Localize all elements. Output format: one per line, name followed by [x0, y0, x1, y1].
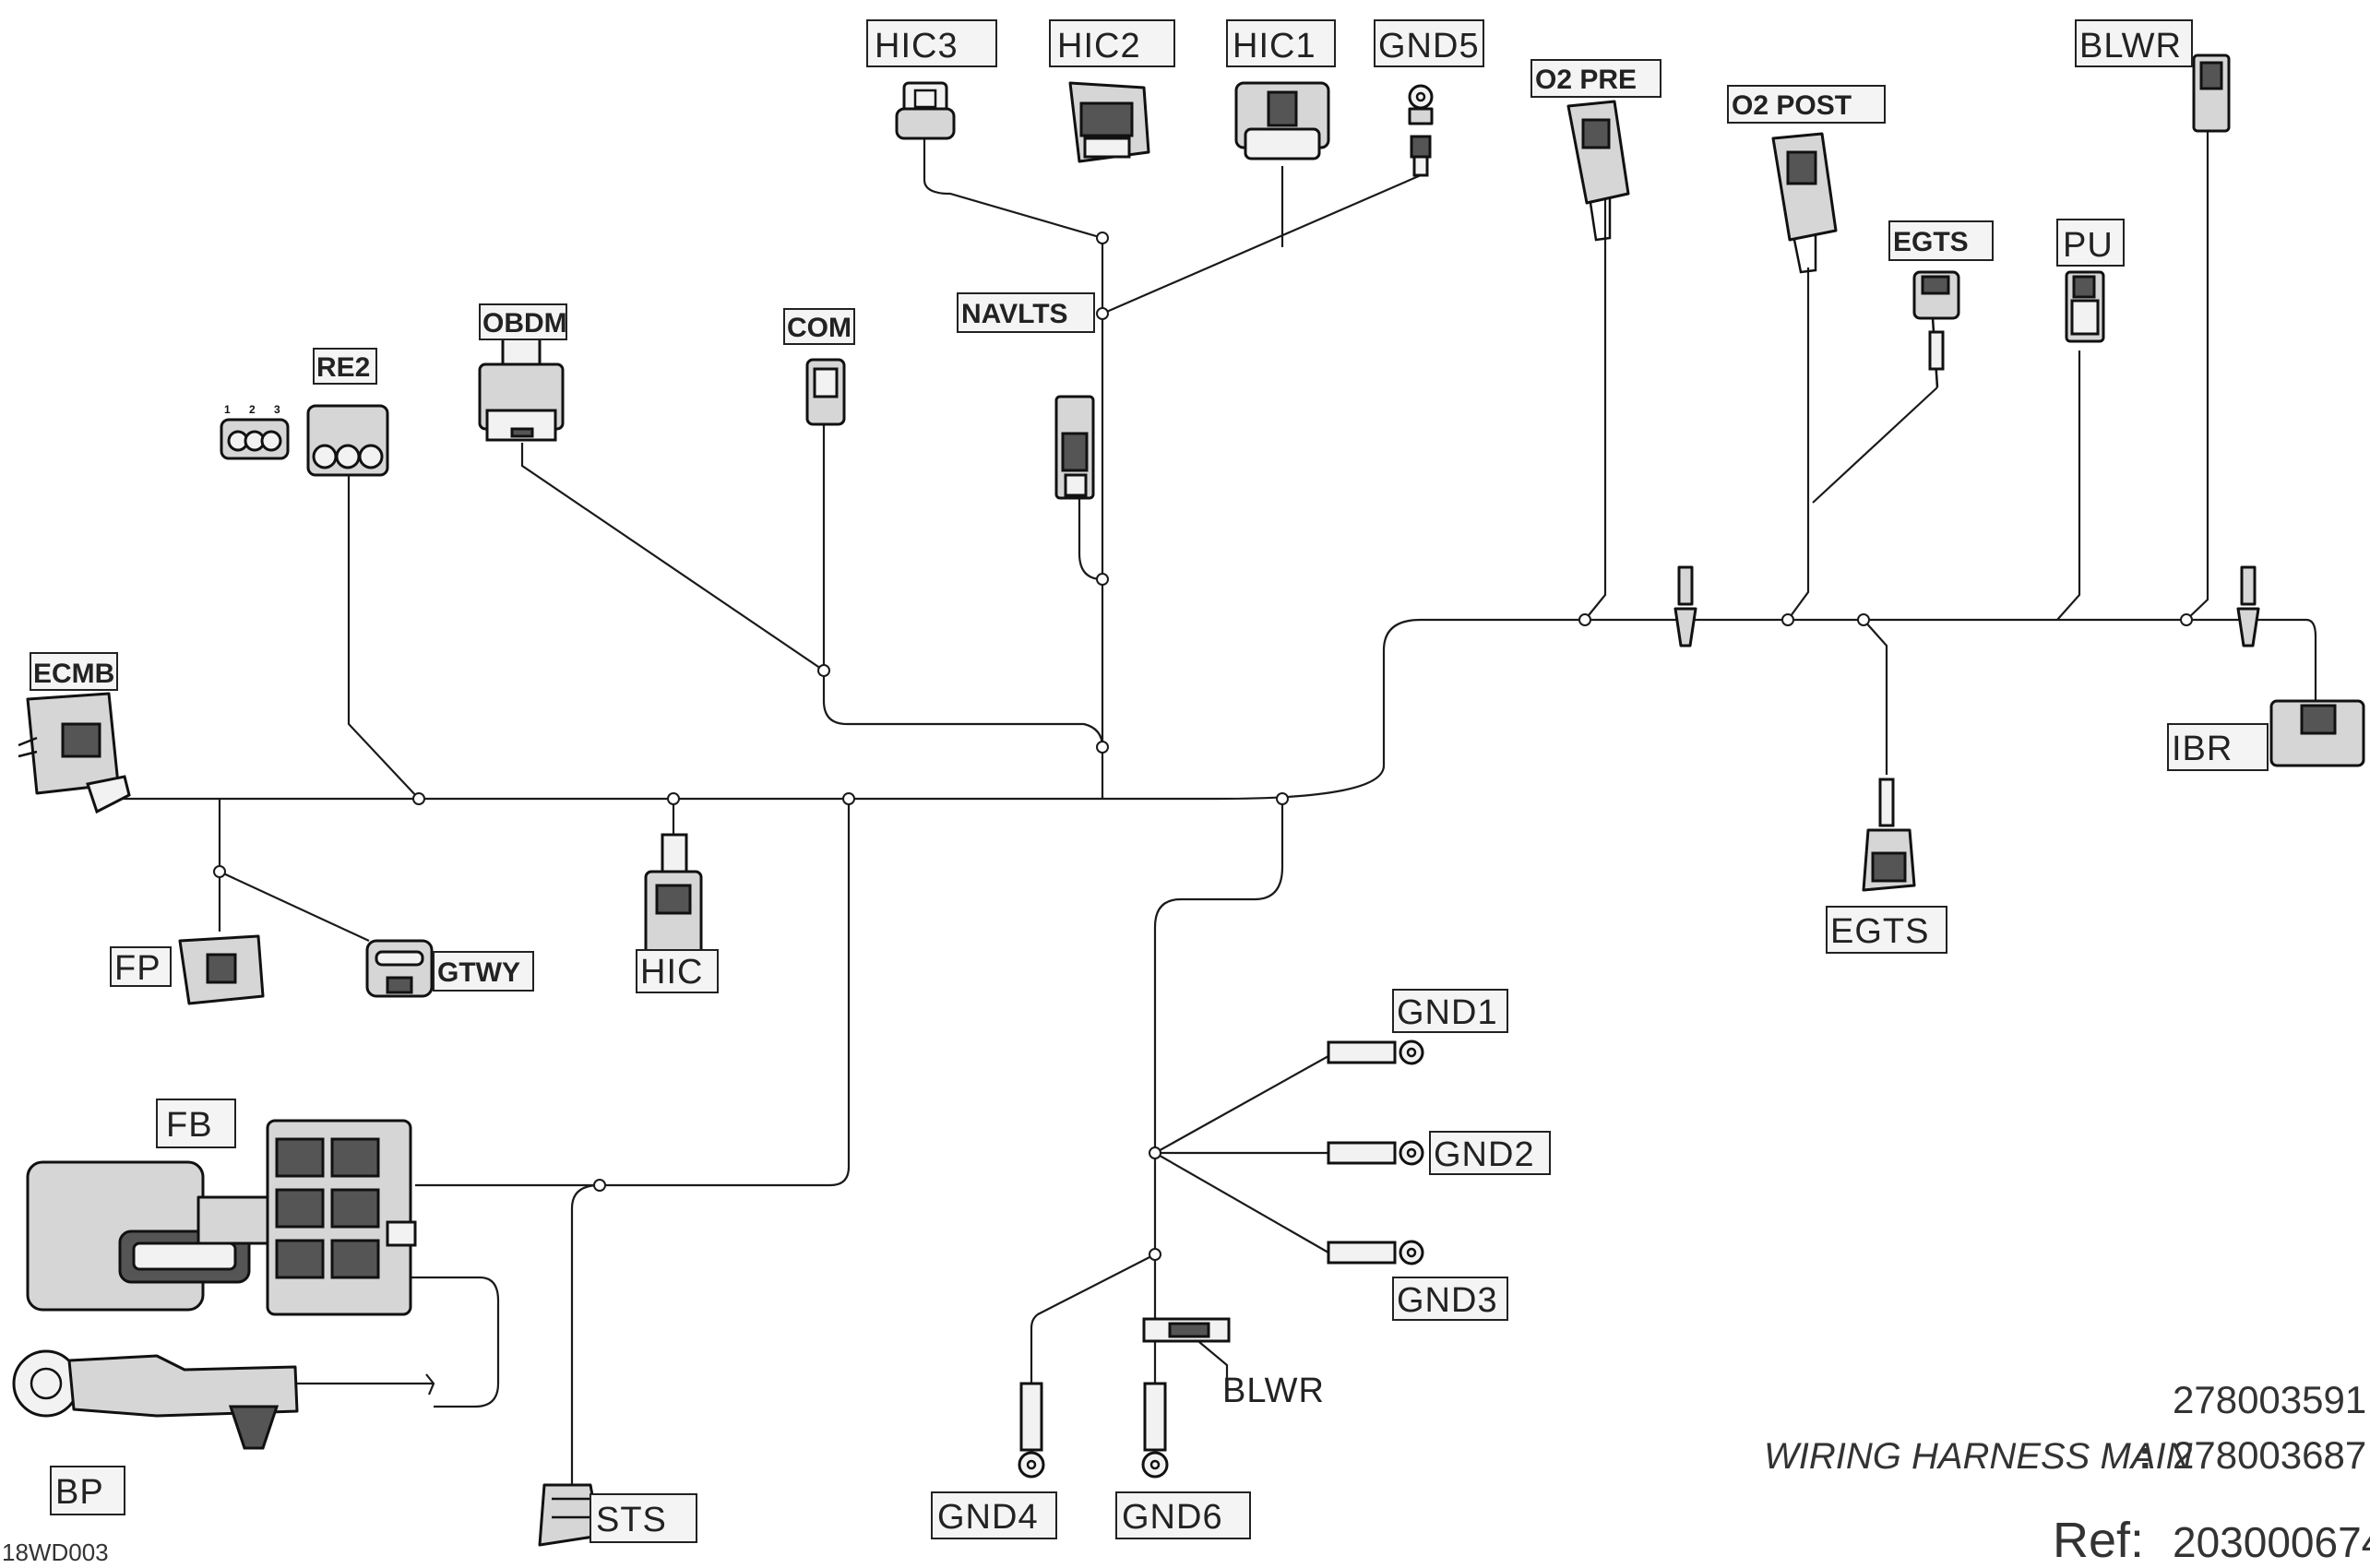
inline-studs — [1673, 565, 2260, 647]
o2-pre-connector — [1566, 100, 1630, 242]
gnd1-terminal — [1327, 1039, 1424, 1065]
label-bp: BP — [55, 1473, 104, 1512]
splice-gnd-branch — [1276, 792, 1289, 805]
label-gnd4: GND4 — [937, 1498, 1039, 1537]
ibr-connector — [2269, 699, 2365, 767]
label-re2: RE2 — [316, 352, 370, 383]
sts-connector — [538, 1483, 601, 1547]
label-navlts: NAVLTS — [961, 299, 1068, 329]
obdm-connector — [478, 335, 565, 442]
label-hic: HIC — [640, 953, 703, 992]
label-ibr: IBR — [2172, 730, 2233, 768]
label-hic1: HIC1 — [1233, 27, 1316, 65]
egts-top-connector — [1912, 270, 1960, 388]
ref-label: Ref: — [2053, 1513, 2144, 1568]
label-blwr-fuse: BLWR — [1222, 1372, 1325, 1410]
splice-sts — [593, 1179, 606, 1192]
label-gnd5: GND5 — [1378, 27, 1480, 65]
label-gtwy: GTWY — [437, 957, 520, 988]
harness-wires — [120, 129, 2317, 1490]
harness-separator: : — [2138, 1432, 2152, 1478]
splice-navlts — [1096, 307, 1109, 320]
label-hic2: HIC2 — [1057, 27, 1141, 65]
pu-connector — [2065, 270, 2105, 343]
ecmb-connector — [18, 692, 131, 814]
splice-gnd-star — [1149, 1146, 1161, 1159]
connector-labels: HIC3 HIC2 HIC1 GND5 O2 PRE O2 POST BLWR … — [30, 19, 2269, 1543]
splice-o2-post — [1781, 613, 1794, 626]
gnd4-terminal — [1018, 1382, 1045, 1479]
hic-connector — [644, 833, 703, 966]
splice-points — [213, 232, 2193, 1261]
part-number-1: 278003591 — [2173, 1378, 2366, 1421]
label-o2-post: O2 POST — [1732, 90, 1852, 121]
re2-connector: 1 2 3 — [220, 403, 389, 477]
navlts-connector — [1054, 395, 1095, 500]
harness-label: WIRING HARNESS MAIN — [1764, 1436, 2193, 1477]
label-blwr-top: BLWR — [2079, 27, 2182, 65]
label-gnd3: GND3 — [1397, 1281, 1498, 1320]
com-connector — [805, 358, 846, 426]
gnd2-terminal — [1327, 1140, 1424, 1166]
re2-pin-3: 3 — [274, 403, 280, 416]
splice-gnd4 — [1149, 1248, 1161, 1261]
splice-egts — [1857, 613, 1870, 626]
ref-number: 203000674 — [2173, 1518, 2370, 1566]
label-sts: STS — [596, 1501, 667, 1539]
label-fb: FB — [166, 1106, 213, 1145]
fb-fuse-box — [26, 1119, 417, 1316]
blwr-top-connector — [2192, 53, 2231, 133]
blwr-inline-fuse — [1142, 1317, 1231, 1384]
o2-post-connector — [1771, 132, 1838, 274]
gnd5-ring-terminal — [1408, 84, 1434, 177]
bp-battery-terminal — [12, 1349, 299, 1450]
re2-pin-2: 2 — [249, 403, 256, 416]
label-gnd1: GND1 — [1397, 993, 1498, 1032]
splice-fp — [213, 865, 226, 878]
label-pu: PU — [2063, 226, 2114, 265]
label-o2-pre: O2 PRE — [1535, 65, 1637, 95]
hic1-connector — [1234, 81, 1330, 160]
re2-pin-1: 1 — [224, 403, 231, 416]
splice-re2 — [412, 792, 425, 805]
label-hic3: HIC3 — [875, 27, 959, 65]
gtwy-connector — [365, 939, 434, 998]
label-egts-top: EGTS — [1893, 227, 1969, 257]
label-gnd6: GND6 — [1122, 1498, 1223, 1537]
splice-blwr — [2180, 613, 2193, 626]
splice-com-trunk — [1096, 741, 1109, 754]
label-egts-bottom: EGTS — [1830, 912, 1929, 951]
label-fp: FP — [114, 949, 161, 988]
splice-o2-pre — [1578, 613, 1591, 626]
splice-navlts-low — [1096, 573, 1109, 586]
label-com: COM — [787, 313, 852, 343]
hic3-connector — [895, 81, 956, 140]
label-gnd2: GND2 — [1434, 1135, 1535, 1174]
title-block: 278003591 WIRING HARNESS MAIN : 27800368… — [2, 1378, 2370, 1568]
splice-com — [817, 664, 830, 677]
part-number-2: 278003687 — [2173, 1433, 2366, 1477]
figure-code: 18WD003 — [2, 1538, 109, 1566]
label-obdm: OBDM — [482, 308, 567, 339]
hic2-connector — [1068, 81, 1150, 163]
gnd6-terminal — [1141, 1382, 1169, 1479]
label-ecmb: ECMB — [33, 659, 114, 689]
splice-navlts-top — [1096, 232, 1109, 244]
fp-connector — [178, 934, 265, 1005]
splice-fb — [842, 792, 855, 805]
splice-hic — [667, 792, 680, 805]
egts-bottom-connector — [1862, 778, 1916, 892]
gnd3-terminal — [1327, 1240, 1424, 1265]
